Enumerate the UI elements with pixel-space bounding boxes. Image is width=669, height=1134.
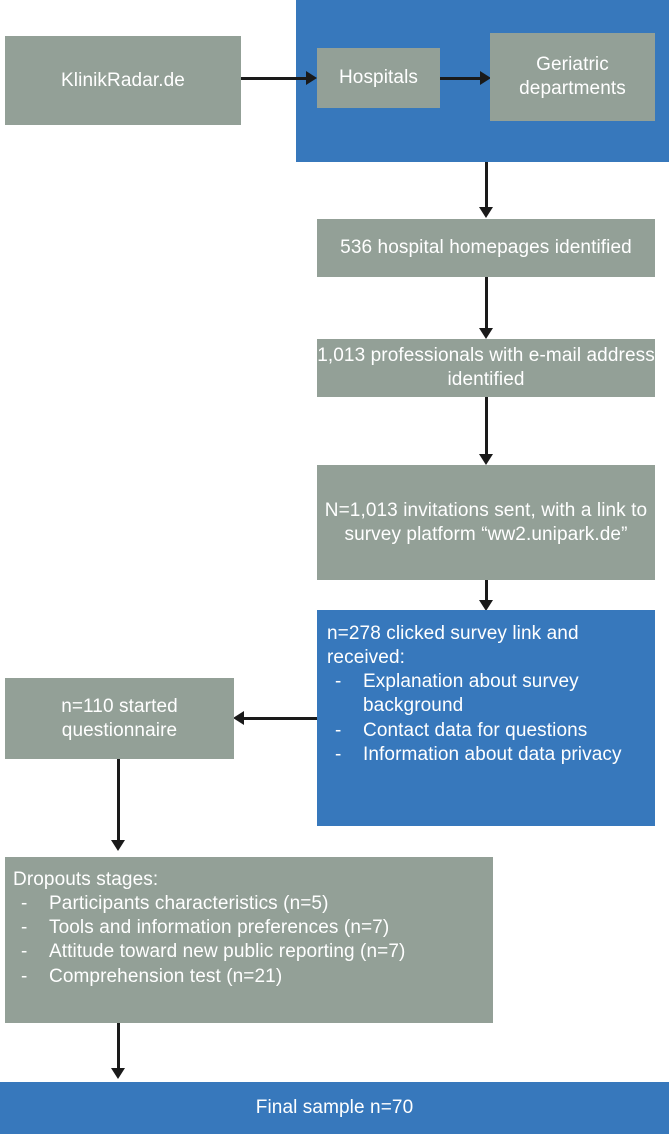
node-invitations[interactable]: N=1,013 invitations sent, with a link to… [317,465,655,580]
node-started-questionnaire-label: n=110 started questionnaire [61,695,178,741]
bullet-dash-icon: - [21,917,28,939]
list-item: - Explanation about survey background [327,670,647,718]
list-item-label: Attitude toward new public reporting (n=… [49,941,406,963]
arrowhead-invitations-to-clicked [479,600,493,611]
list-item: - Contact data for questions [327,719,647,743]
list-item-label: Contact data for questions [363,719,588,741]
bullet-dash-icon: - [335,671,342,693]
list-item-label: Participants characteristics (n=5) [49,893,329,915]
list-item: - Attitude toward new public reporting (… [13,940,485,964]
connector-clicked-to-started [244,717,317,720]
list-item-label: Information about data privacy [363,743,622,765]
node-dropouts-bullets: - Participants characteristics (n=5) - T… [13,892,485,989]
bullet-dash-icon: - [335,719,342,741]
list-item-label: Explanation about survey background [363,671,579,717]
bullet-dash-icon: - [335,743,342,765]
list-item: - Comprehension test (n=21) [13,965,485,989]
node-hospitals-label: Hospitals [338,67,419,89]
node-clicked-lead: n=278 clicked survey link and received: [327,623,579,669]
arrowhead-panel-to-homepages [479,207,493,218]
arrowhead-hospitals-to-geriatric [480,71,491,85]
arrowhead-source-to-hospitals [306,71,317,85]
node-dropouts-lead: Dropouts stages: [13,869,159,890]
node-started-questionnaire[interactable]: n=110 started questionnaire [5,678,234,759]
node-homepages-label: 536 hospital homepages identified [340,237,632,259]
connector-hospitals-to-geriatric [440,77,484,80]
list-item: - Participants characteristics (n=5) [13,892,485,916]
connector-started-to-dropouts [117,759,120,843]
node-geriatric-departments-label: Geriatric departments [519,54,626,99]
arrowhead-dropouts-to-final [111,1068,125,1079]
connector-homepages-to-professionals [485,277,488,331]
node-final-sample-label: Final sample n=70 [255,1097,414,1119]
list-item-label: Tools and information preferences (n=7) [49,917,390,939]
arrowhead-clicked-to-started [233,711,244,725]
arrowhead-professionals-to-invitations [479,454,493,465]
node-dropouts[interactable]: Dropouts stages: - Participants characte… [5,857,493,1023]
connector-invitations-to-clicked [485,580,488,605]
node-geriatric-departments[interactable]: Geriatric departments [490,33,655,121]
node-clicked-bullets: - Explanation about survey background - … [327,670,647,767]
node-clicked-survey-link[interactable]: n=278 clicked survey link and received: … [317,610,655,826]
connector-dropouts-to-final [117,1023,120,1071]
connector-panel-to-homepages [485,162,488,210]
list-item-label: Comprehension test (n=21) [49,965,283,987]
node-homepages[interactable]: 536 hospital homepages identified [317,219,655,277]
connector-source-to-hospitals [241,77,310,80]
node-source[interactable]: KlinikRadar.de [5,36,241,125]
bullet-dash-icon: - [21,893,28,915]
arrowhead-homepages-to-professionals [479,328,493,339]
node-professionals-label: 1,013 professionals with e-mail address … [317,345,655,390]
bullet-dash-icon: - [21,965,28,987]
node-final-sample[interactable]: Final sample n=70 [0,1082,669,1134]
node-source-label: KlinikRadar.de [61,69,185,91]
list-item: - Information about data privacy [327,743,647,767]
arrowhead-started-to-dropouts [111,840,125,851]
node-hospitals[interactable]: Hospitals [317,48,440,108]
bullet-dash-icon: - [21,941,28,963]
node-professionals[interactable]: 1,013 professionals with e-mail address … [317,339,655,397]
list-item: - Tools and information preferences (n=7… [13,916,485,940]
connector-professionals-to-invitations [485,397,488,457]
node-invitations-label: N=1,013 invitations sent, with a link to… [324,499,648,545]
